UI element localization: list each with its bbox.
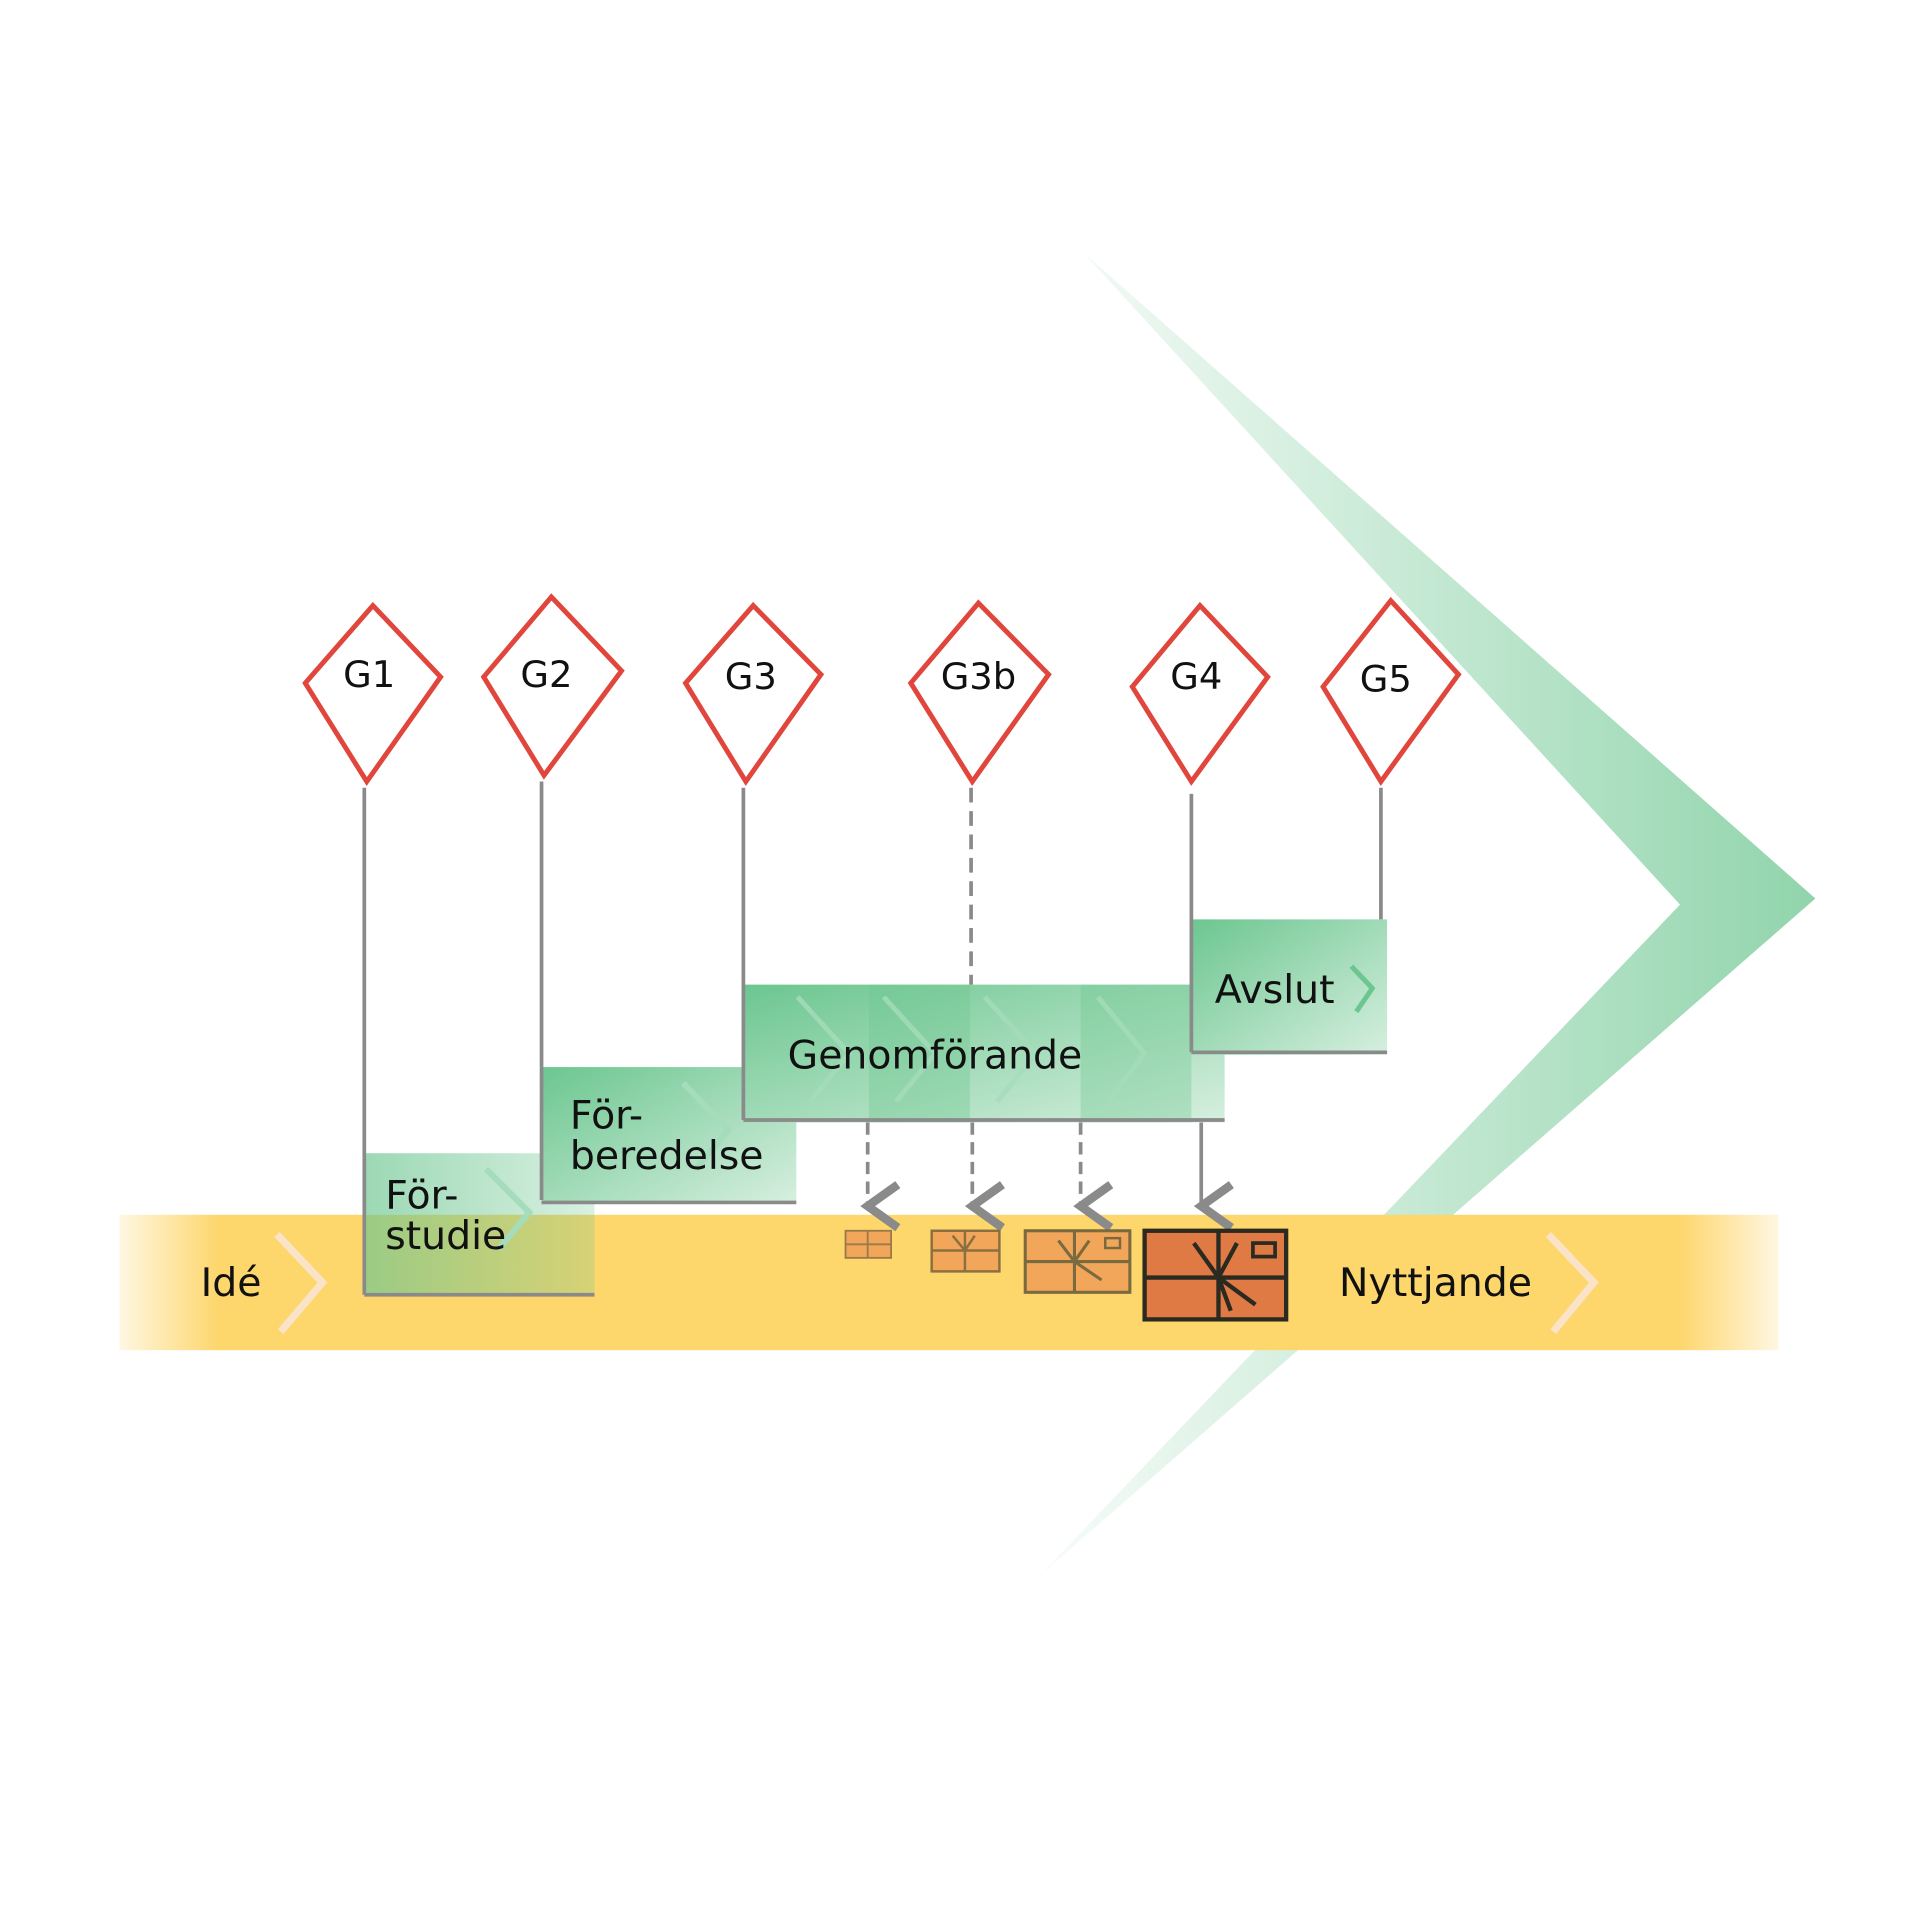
- svg-text:G5: G5: [1360, 658, 1412, 701]
- package-icon: [1023, 1229, 1132, 1294]
- gate-g4: G4: [1129, 601, 1271, 786]
- svg-text:beredelse: beredelse: [570, 1133, 764, 1179]
- gate-g5: G5: [1320, 596, 1462, 786]
- phase-forstudie: För- studie: [364, 1153, 595, 1297]
- svg-text:G3: G3: [725, 655, 777, 698]
- package-icon: [930, 1229, 1001, 1273]
- chevron-right-icon: [274, 1231, 328, 1335]
- svg-text:G3b: G3b: [941, 655, 1017, 698]
- chevron-right-icon: [483, 1167, 534, 1252]
- phase-avslut: Avslut: [1191, 919, 1388, 1055]
- gate-g3: G3: [682, 601, 825, 787]
- gate-g3b: G3b: [907, 599, 1052, 786]
- svg-text:G2: G2: [520, 653, 572, 696]
- delivery-arrows: [860, 1122, 1234, 1232]
- chevron-right-icon: [1545, 1231, 1599, 1335]
- svg-text:För-: För-: [570, 1093, 643, 1139]
- svg-text:G4: G4: [1170, 655, 1222, 698]
- svg-text:För-: För-: [385, 1173, 458, 1219]
- package-icon: [844, 1229, 893, 1259]
- phase-genomforande: Genomförande: [743, 984, 1225, 1123]
- chevron-right-icon: [680, 1080, 733, 1172]
- svg-text:Avslut: Avslut: [1215, 967, 1335, 1013]
- package-icon: [1142, 1228, 1289, 1322]
- gate-g2: G2: [480, 593, 625, 780]
- gate-connectors: [362, 781, 1383, 1295]
- chevron-right-icon: [1349, 964, 1376, 1014]
- svg-text:G1: G1: [343, 653, 395, 696]
- svg-text:Genomförande: Genomförande: [788, 1032, 1083, 1078]
- svg-text:studie: studie: [385, 1213, 506, 1259]
- band-start-label: Idé: [201, 1260, 262, 1306]
- gate-g1: G1: [302, 601, 444, 786]
- band-end-label: Nyttjande: [1339, 1260, 1532, 1306]
- background-chevron: [1040, 252, 1816, 1576]
